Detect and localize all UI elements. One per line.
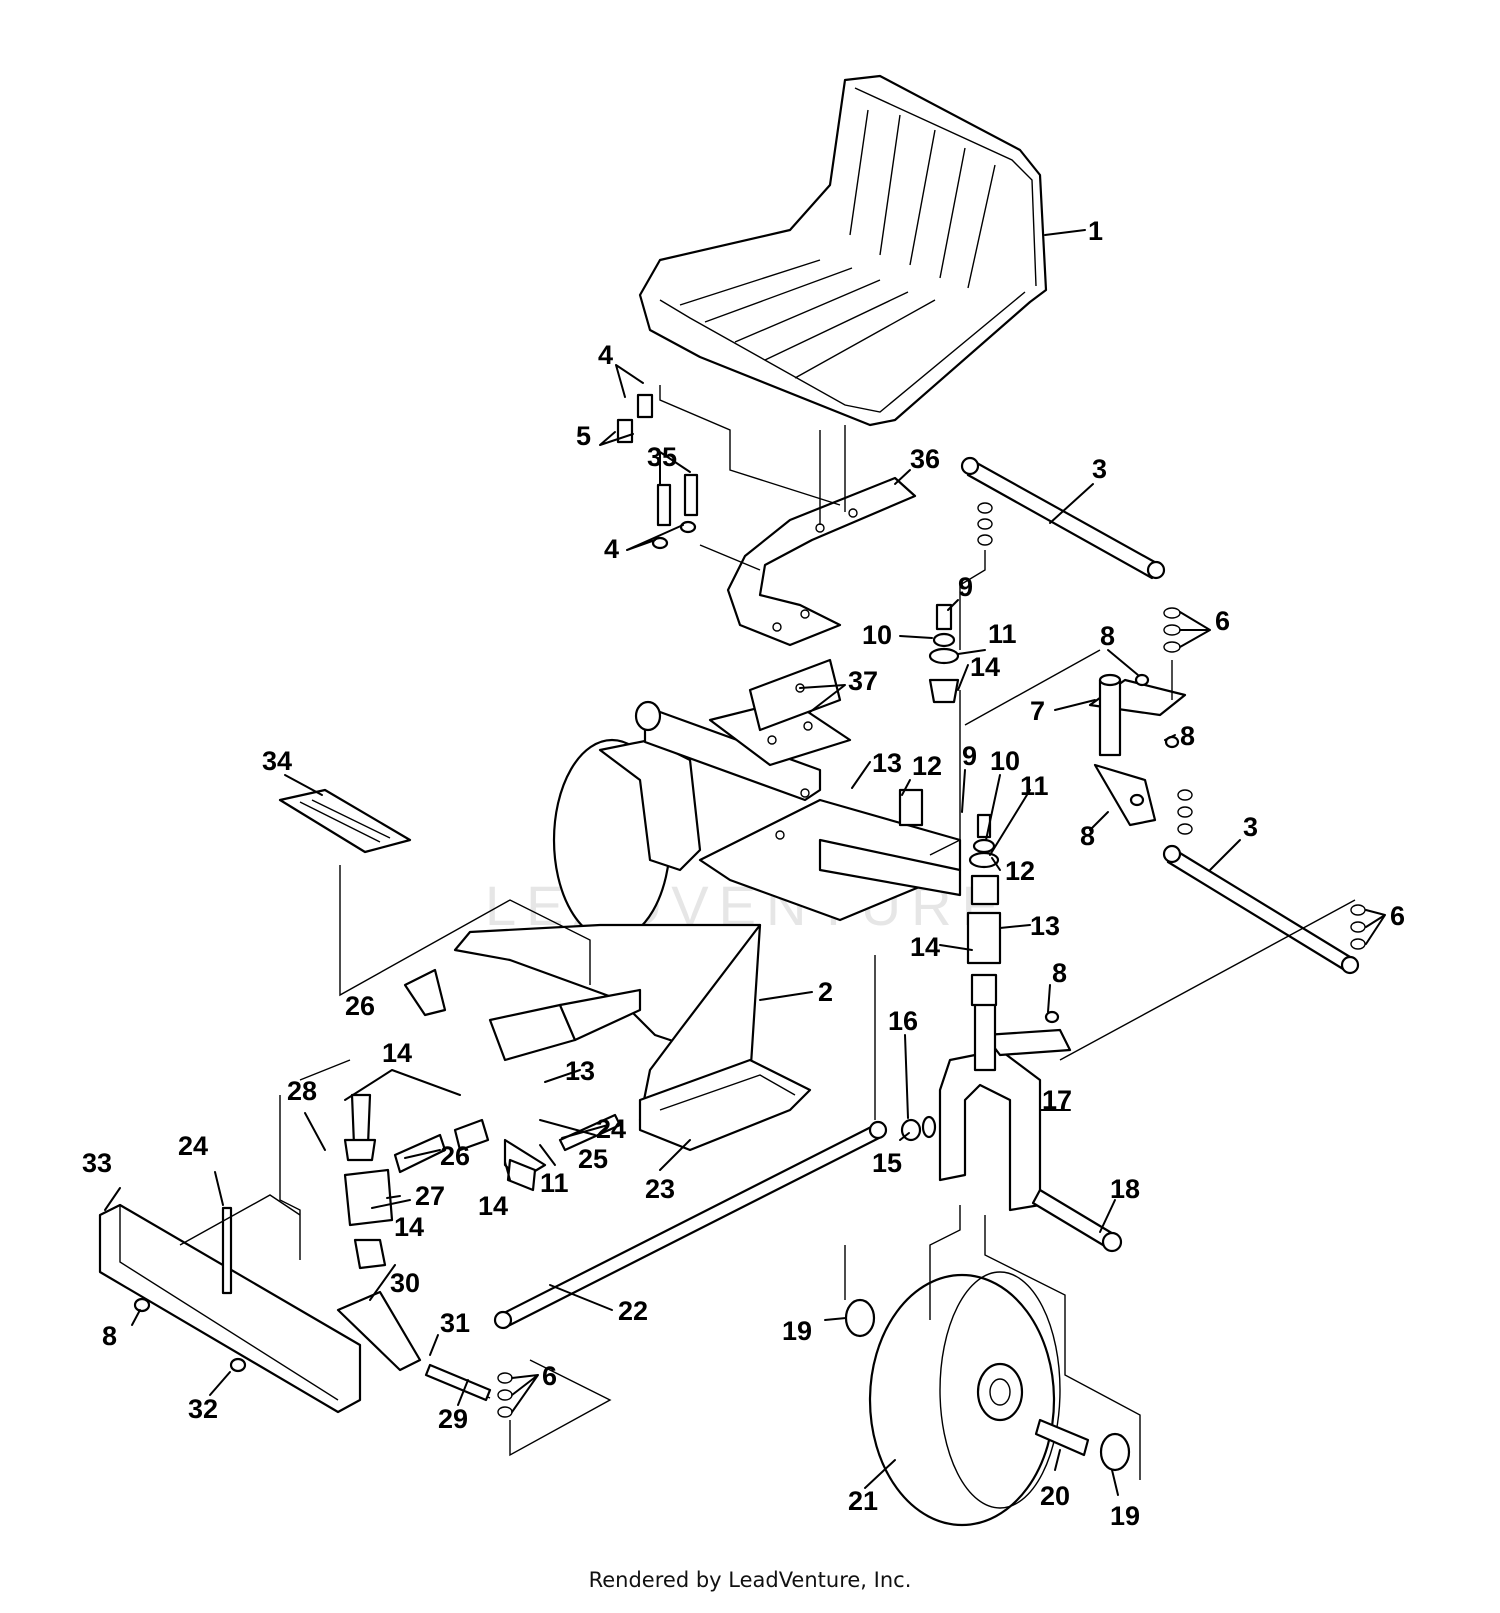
- callout-12-upper: 12: [912, 751, 942, 781]
- callout-8-a: 8: [1100, 621, 1115, 651]
- callout-17: 17: [1042, 1085, 1072, 1115]
- callout-31: 31: [440, 1308, 470, 1338]
- callout-28: 28: [287, 1076, 317, 1106]
- callout-24-left: 24: [178, 1131, 208, 1161]
- bumper-drawing: [98, 1203, 362, 1414]
- callout-14-block: 14: [394, 1212, 424, 1242]
- callout-10-upper: 10: [862, 620, 892, 650]
- callout-33: 33: [82, 1148, 112, 1178]
- callout-37: 37: [848, 666, 878, 696]
- callout-6-upper: 6: [1215, 606, 1230, 636]
- callout-32: 32: [188, 1394, 218, 1424]
- callout-34: 34: [262, 746, 292, 776]
- callout-14-left: 14: [382, 1038, 412, 1068]
- callout-27: 27: [415, 1181, 445, 1211]
- callout-30: 30: [390, 1268, 420, 1298]
- callout-14-lower: 14: [478, 1191, 508, 1221]
- callout-4-upper: 4: [598, 340, 613, 370]
- callout-21: 21: [848, 1486, 878, 1516]
- callout-36: 36: [910, 444, 940, 474]
- callout-10-lower: 10: [990, 746, 1020, 776]
- callout-5: 5: [576, 421, 591, 451]
- fork-drawing: [938, 998, 1072, 1212]
- footer-credit: Rendered by LeadVenture, Inc.: [588, 1568, 912, 1592]
- decal-drawing: [278, 788, 412, 854]
- callout-16: 16: [888, 1006, 918, 1036]
- tie-rods-drawing: [493, 456, 1360, 1330]
- callout-2: 2: [818, 977, 833, 1007]
- callout-9-upper: 9: [958, 572, 973, 602]
- callout-4-lower: 4: [604, 534, 619, 564]
- callout-12-lower: 12: [1005, 856, 1035, 886]
- callout-35: 35: [647, 442, 677, 472]
- callout-8-d: 8: [1052, 958, 1067, 988]
- callout-22: 22: [618, 1296, 648, 1326]
- leader-lines: [104, 229, 1386, 1496]
- callout-1: 1: [1088, 216, 1103, 246]
- callout-9-lower: 9: [962, 741, 977, 771]
- callout-25: 25: [578, 1144, 608, 1174]
- callout-11-upper: 11: [988, 619, 1017, 649]
- callout-11-lower: 11: [540, 1168, 569, 1198]
- callout-13-lower: 13: [565, 1056, 595, 1086]
- callout-7: 7: [1030, 696, 1045, 726]
- callout-20: 20: [1040, 1481, 1070, 1511]
- callout-26-upper: 26: [345, 991, 375, 1021]
- callout-6-right: 6: [1390, 901, 1405, 931]
- callout-14-upper: 14: [970, 652, 1000, 682]
- callout-24-right: 24: [596, 1114, 626, 1144]
- callout-8-b: 8: [1180, 721, 1195, 751]
- callout-18: 18: [1110, 1174, 1140, 1204]
- callout-8-c: 8: [1080, 821, 1095, 851]
- callout-29: 29: [438, 1404, 468, 1434]
- callout-11-middle: 11: [1020, 771, 1049, 801]
- seat-drawing: [638, 74, 1048, 427]
- callout-3-upper: 3: [1092, 454, 1107, 484]
- callout-6-lower: 6: [542, 1361, 557, 1391]
- callout-23: 23: [645, 1174, 675, 1204]
- callout-8-e: 8: [102, 1321, 117, 1351]
- assembly-guides: [179, 385, 1356, 1480]
- hardware-drawing: [133, 393, 1180, 1472]
- callout-19-left: 19: [782, 1316, 812, 1346]
- callout-14-middle: 14: [910, 932, 940, 962]
- callout-3-lower: 3: [1243, 812, 1258, 842]
- wheel-drawing: [868, 1271, 1061, 1527]
- callout-26-lower: 26: [440, 1141, 470, 1171]
- steering-arm-drawing: [1088, 673, 1187, 827]
- callout-numbers: 1 2 3 3 4 4 5 6 6 6 7 8 8 8 8 8 9 9 10 1…: [82, 216, 1405, 1531]
- callout-15: 15: [872, 1148, 902, 1178]
- footrest-drawing: [638, 1058, 812, 1152]
- callout-13-upper: 13: [872, 748, 902, 778]
- callout-13-middle: 13: [1030, 911, 1060, 941]
- callout-19-right: 19: [1110, 1501, 1140, 1531]
